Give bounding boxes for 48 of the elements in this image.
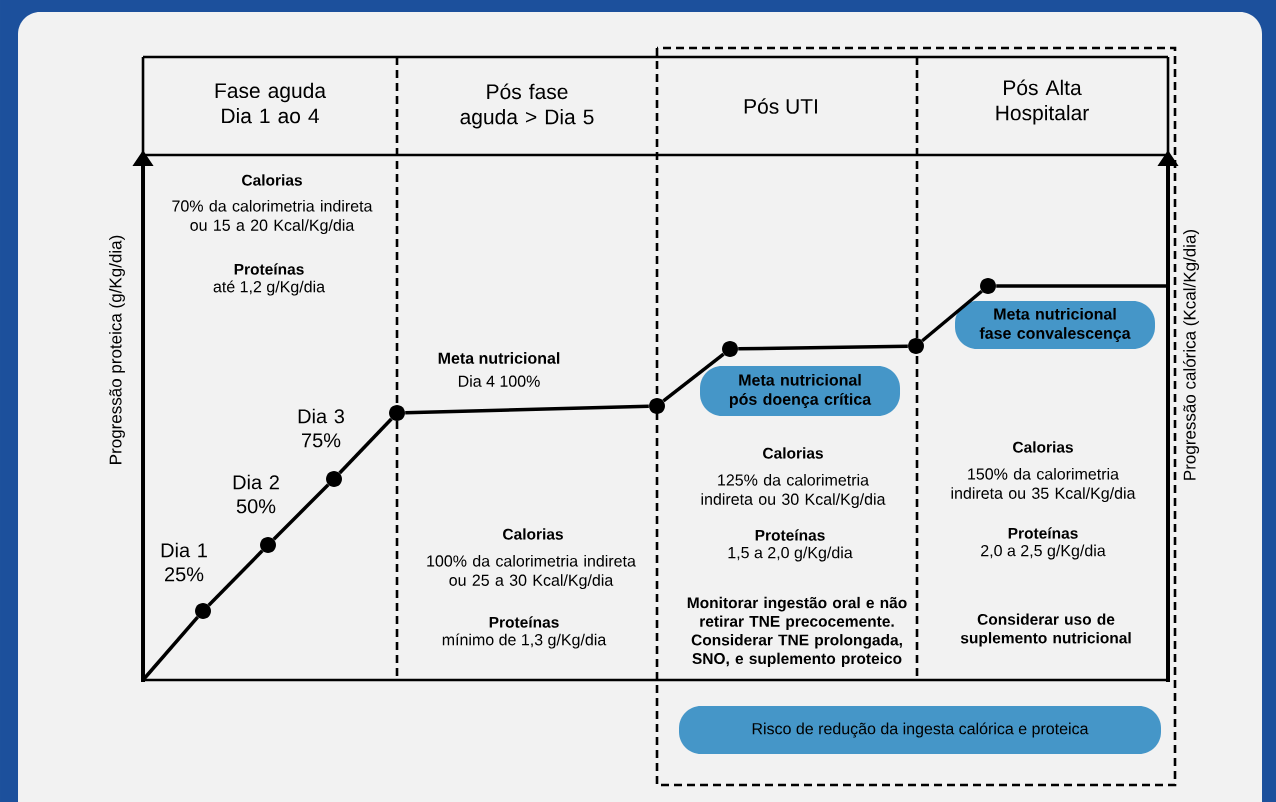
progress-line [405,404,649,415]
section-heading: Proteínas [489,616,559,628]
data-point [326,471,342,487]
highlight-pill: Risco de redução da ingesta calórica e proteica [679,706,1161,754]
section-heading: Proteínas [755,529,825,541]
progress-line [921,289,983,343]
section-heading: Proteínas [234,263,304,275]
note-text: 1,5 a 2,0 g/Kg/dia [728,546,853,562]
progress-line [738,344,908,351]
progress-line [338,417,393,475]
phase-heading: Fase aguda Dia 1 ao 4 [215,82,327,124]
data-point [980,278,996,294]
phase-heading: Pós Alta Hospitalar [996,79,1089,125]
phase-heading: Pós UTI [744,98,817,114]
axis-title: Progressão calórica (Kcal/Kg/dia) [1183,229,1200,480]
data-point [908,338,924,354]
note-text: Considerar uso de suplemento nutricional [960,613,1131,647]
data-point [722,341,738,357]
point-label: Dia 1 25% [161,542,207,582]
data-point [649,398,665,414]
point-label: Dia 4 100% [458,375,540,387]
progress-line [207,549,264,607]
note-text: até 1,2 g/Kg/dia [213,280,326,296]
data-point [195,603,211,619]
section-heading: Calorias [242,174,302,186]
note-text: 2,0 a 2,5 g/Kg/dia [981,544,1106,560]
note-text: 150% da calorimetria indireta ou 35 Kcal/Kg/dia [951,467,1136,503]
point-label: Dia 2 50% [233,474,279,514]
highlight-pill: Meta nutricional fase convalescença [955,301,1155,349]
point-label: Meta nutricional [438,352,560,364]
section-heading: Calorias [503,528,563,540]
section-heading: Calorias [1013,441,1073,453]
progress-line [996,284,1168,288]
section-heading: Proteínas [1008,527,1078,539]
phase-heading: Pós fase aguda > Dia 5 [460,83,594,129]
note-text: 125% da calorimetria indireta ou 30 Kcal/Kg/dia [701,473,886,509]
progress-line [662,352,725,403]
note-text: Monitorar ingestão oral e não retirar TNE precocemente. Considerar TNE prolongada, SNO, e suplemento proteico [687,596,907,668]
progress-line [272,483,330,541]
highlight-pill: Meta nutricional pós doença crítica [700,366,900,416]
data-point [389,405,405,421]
axis-title: Progressão proteica (g/Kg/dia) [109,235,125,464]
point-label: Dia 3 75% [298,408,344,448]
section-heading: Calorias [763,447,823,459]
data-point [260,537,276,553]
note-text: mínimo de 1,3 g/Kg/dia [442,633,607,649]
note-text: 100% da calorimetria indireta ou 25 a 30 Kcal/Kg/dia [427,554,636,590]
note-text: 70% da calorimetria indireta ou 15 a 20 Kcal/Kg/dia [172,199,373,235]
